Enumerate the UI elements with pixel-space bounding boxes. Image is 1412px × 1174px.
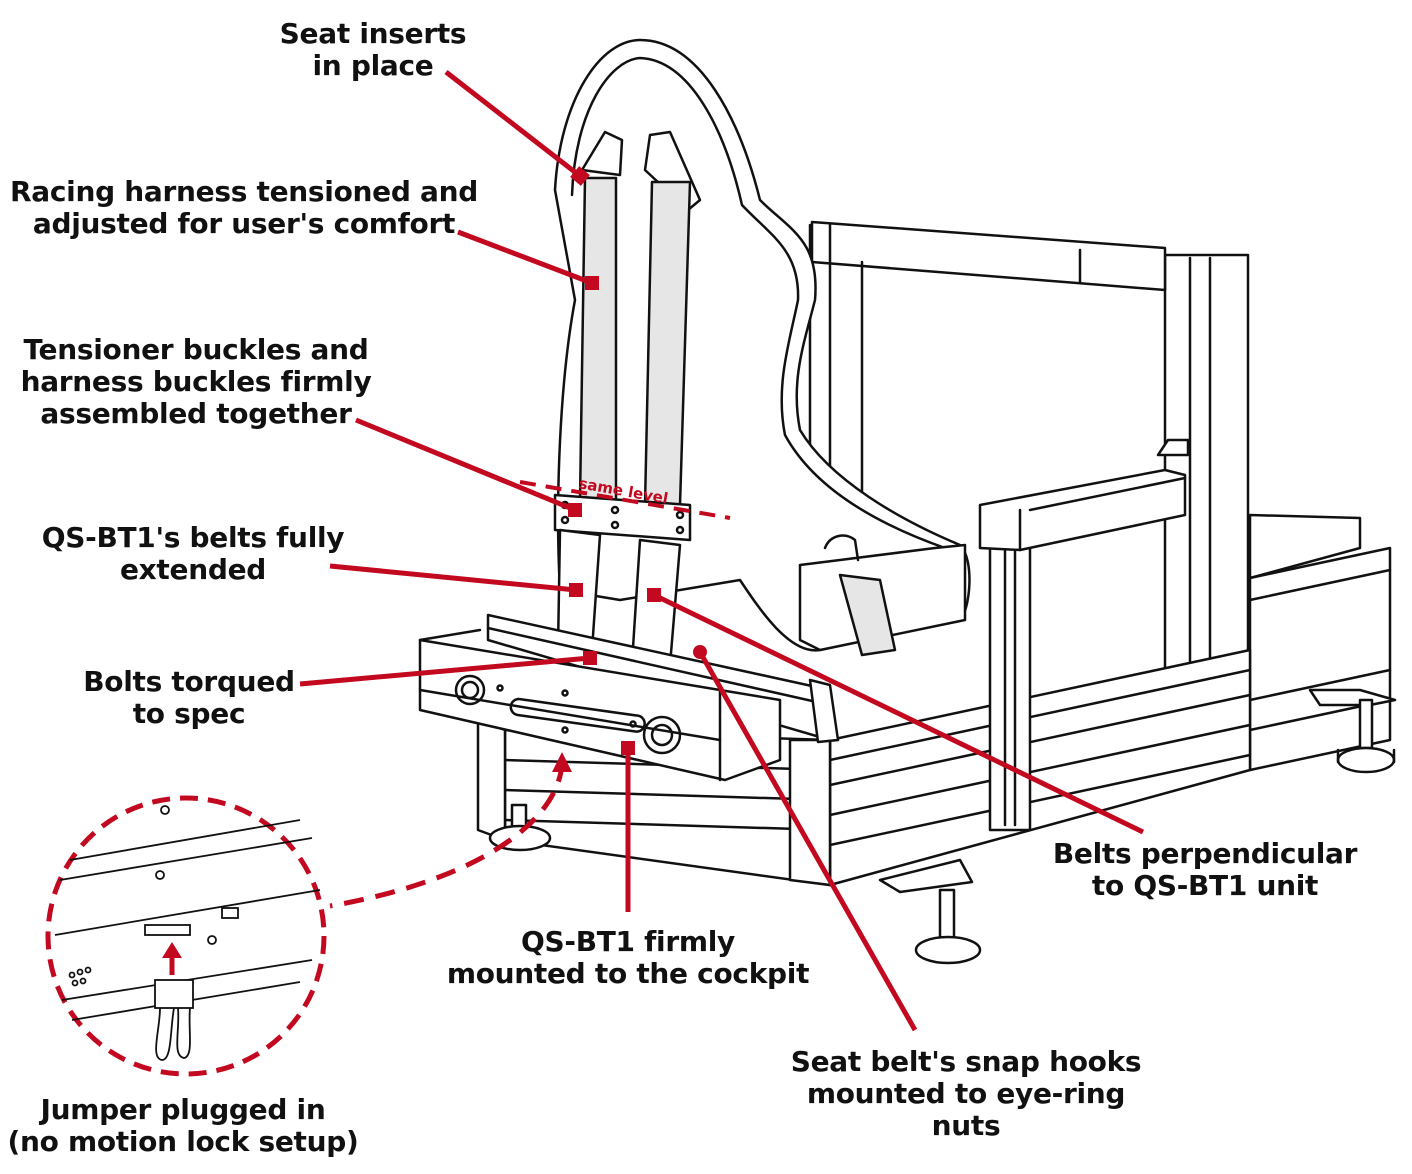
harness-straps [578, 176, 897, 657]
leader-belts-extended [329, 563, 577, 593]
callout-belts-extended: QS-BT1's belts fully extended [41, 521, 345, 586]
leader-seat-inserts [444, 70, 582, 178]
leader-perpendicular [652, 592, 1145, 835]
leader-endpoints [552, 166, 707, 772]
right-side-rail [1248, 513, 1397, 774]
callout-belts-perpendicular: Belts perpendicular to QS-BT1 unit [1052, 837, 1358, 902]
callout-harness: Racing harness tensioned and adjusted fo… [10, 175, 479, 240]
leader-tensioner [355, 417, 576, 513]
leader-lines [299, 70, 1145, 1032]
leader-bolts [299, 655, 591, 687]
rear-frame [808, 220, 1250, 767]
leader-snap-hooks [697, 650, 918, 1032]
callout-bolts: Bolts torqued to spec [83, 665, 295, 730]
callout-snap-hooks: Seat belt's snap hooks mounted to eye-ri… [790, 1045, 1142, 1142]
callout-jumper: Jumper plugged in (no motion lock setup) [7, 1093, 359, 1158]
front-upright [978, 438, 1190, 832]
leader-harness [457, 229, 593, 286]
callout-tensioner-buckles: Tensioner buckles and harness buckles fi… [20, 333, 372, 430]
leader-inset [329, 761, 565, 909]
callout-mounted: QS-BT1 firmly mounted to the cockpit [446, 925, 810, 990]
callout-seat-inserts: Seat inserts in place [279, 17, 467, 82]
detail-inset [45, 795, 327, 1077]
